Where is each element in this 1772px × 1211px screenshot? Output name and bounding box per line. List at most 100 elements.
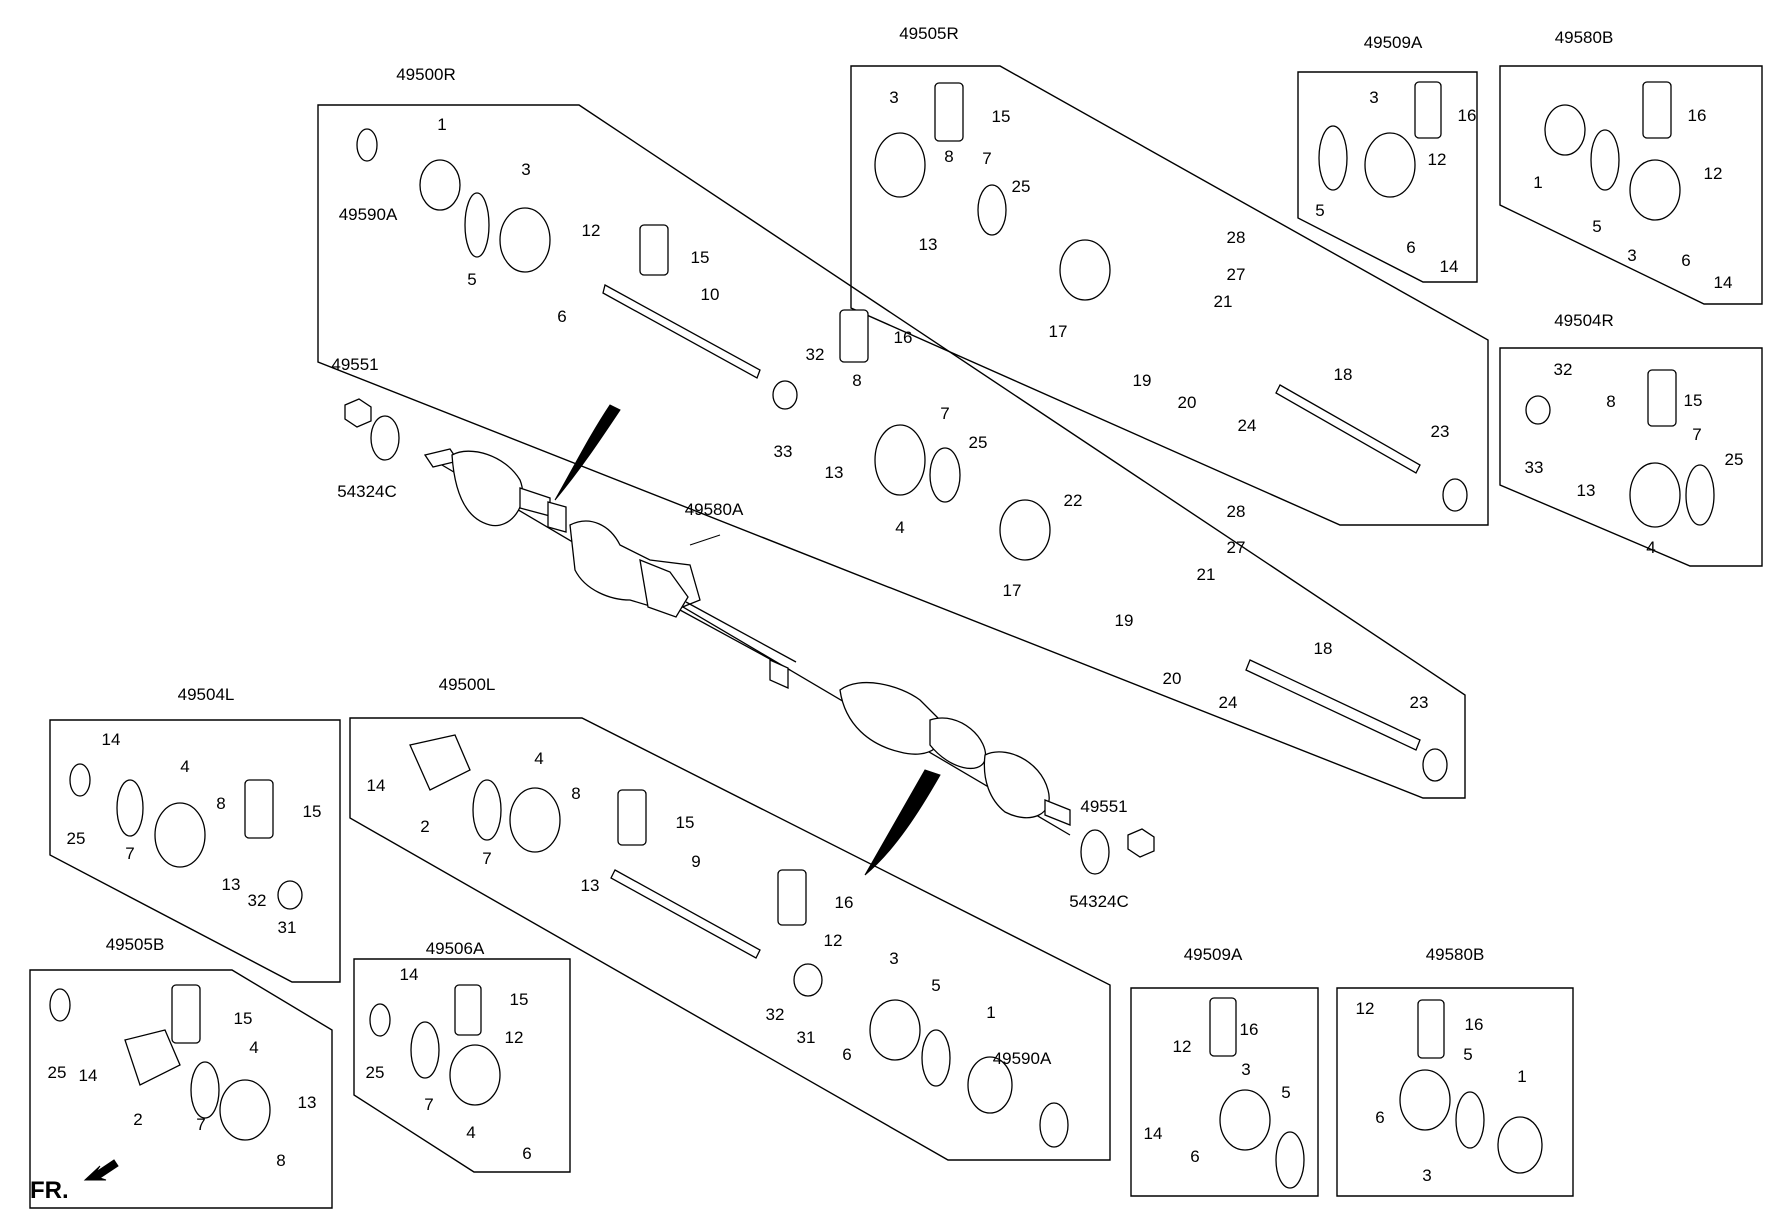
part-number-label: 21 [1197, 565, 1216, 584]
part-number-label: 1 [1517, 1067, 1526, 1086]
boot-neck [519, 487, 551, 517]
frame-49506A [353, 958, 571, 1173]
part-number-label: 7 [1692, 425, 1701, 444]
part-boot-3b [1629, 159, 1681, 221]
part-number-label: 17 [1049, 322, 1068, 341]
part-number-label: 25 [1725, 450, 1744, 469]
part-number-label: 1 [1533, 173, 1542, 192]
part-number-label: 15 [676, 813, 695, 832]
part-number-label: 5 [1281, 1083, 1290, 1102]
part-grease [639, 224, 669, 276]
part-number-label: 27 [1227, 538, 1246, 557]
part-boot-3r [874, 132, 926, 198]
assembly-axis-line [424, 454, 1071, 836]
group-label: 49580B [1555, 28, 1614, 47]
part-number-label: 5 [467, 270, 476, 289]
part-clamp-7 [929, 447, 961, 503]
fr-label: FR. [30, 1177, 69, 1204]
part-number-label: 12 [582, 221, 601, 240]
part-number-label: 8 [276, 1151, 285, 1170]
part-number-label: 14 [1714, 273, 1733, 292]
part-number-label: 7 [482, 849, 491, 868]
part-number-label: 3 [1627, 246, 1636, 265]
part-boot-3e [869, 999, 921, 1061]
part-number-label: 33 [774, 442, 793, 461]
part-grease-16e [777, 869, 807, 926]
part-clamp-7e [472, 779, 502, 841]
part-number-label: 22 [1064, 491, 1083, 510]
part-number-label: 2 [420, 817, 429, 836]
part-number-label: 31 [278, 918, 297, 937]
part-number-label: 16 [835, 893, 854, 912]
part-number-label: 23 [1431, 422, 1450, 441]
part-number-label: 54324C [337, 482, 397, 501]
part-number-label: 3 [521, 160, 530, 179]
part-number-label: 14 [367, 776, 386, 795]
part-clamp-7d [116, 779, 144, 837]
part-number-label: 25 [48, 1063, 67, 1082]
part-ring-25f [49, 988, 71, 1022]
part-boot-3h [1219, 1089, 1271, 1151]
part-number-label: 16 [1240, 1020, 1259, 1039]
part-number-label: 13 [825, 463, 844, 482]
part-bearing-33 [772, 380, 798, 410]
part-number-label: 12 [1356, 999, 1375, 1018]
part-number-label: 28 [1227, 502, 1246, 521]
group-label: 49504L [178, 685, 235, 704]
shaft-segment [679, 609, 791, 671]
part-number-label: 3 [889, 949, 898, 968]
part-ring-5a [1318, 125, 1348, 191]
part-number-label: 32 [248, 891, 267, 910]
frame-49504R [1499, 347, 1763, 567]
part-number-label: 1 [437, 115, 446, 134]
frame-49505B [29, 969, 333, 1209]
part-number-label: 25 [1012, 177, 1031, 196]
part-number-label: 6 [522, 1144, 531, 1163]
frame-49580B-top [1499, 65, 1763, 305]
group-label: 49500L [439, 675, 496, 694]
part-number-label: 16 [894, 328, 913, 347]
part-ring-25g [369, 1003, 391, 1037]
part-bearing-33c [1525, 395, 1551, 425]
part-grease-15f [171, 984, 201, 1044]
exploded-parts [49, 81, 1715, 1189]
inner-boot-left [929, 717, 987, 769]
part-shaft-10 [602, 284, 761, 379]
part-clamp-7f [190, 1061, 220, 1119]
part-joint-2f [124, 1029, 181, 1086]
part-number-label: 14 [102, 730, 121, 749]
part-number-label: 8 [216, 794, 225, 813]
fr-arrow-icon [83, 1159, 119, 1181]
part-number-label: 32 [1554, 360, 1573, 379]
group-label: 49505R [899, 24, 959, 43]
part-clamp [464, 192, 490, 258]
part-number-label: 12 [1428, 150, 1447, 169]
part-joint [419, 159, 461, 211]
part-number-label: 10 [701, 285, 720, 304]
part-grease-16a [1414, 81, 1442, 139]
part-boot [499, 207, 551, 273]
part-ring-49590A [1039, 1102, 1069, 1148]
part-boot-4g [449, 1044, 501, 1106]
part-number-label: 3 [1241, 1060, 1250, 1079]
outer-stub-left [1044, 799, 1071, 826]
part-nut-49551-top [344, 398, 372, 428]
part-number-label: 16 [1688, 106, 1707, 125]
part-bearing-31d [277, 880, 303, 910]
part-number-label: 6 [1681, 251, 1690, 270]
part-number-label: 4 [466, 1123, 475, 1142]
part-number-label: 8 [852, 371, 861, 390]
part-number-label: 8 [571, 784, 580, 803]
part-grease-15r [934, 82, 964, 142]
part-number-label: 18 [1334, 365, 1353, 384]
part-number-label: 33 [1525, 458, 1544, 477]
part-number-label: 7 [125, 844, 134, 863]
part-bearing-31e [793, 963, 823, 997]
assembled-shafts [423, 404, 1071, 876]
part-number-label: 3 [1369, 88, 1378, 107]
part-grease-16b [1642, 81, 1672, 139]
part-number-label: 23 [1410, 693, 1429, 712]
callout-wedge-top [554, 404, 621, 501]
